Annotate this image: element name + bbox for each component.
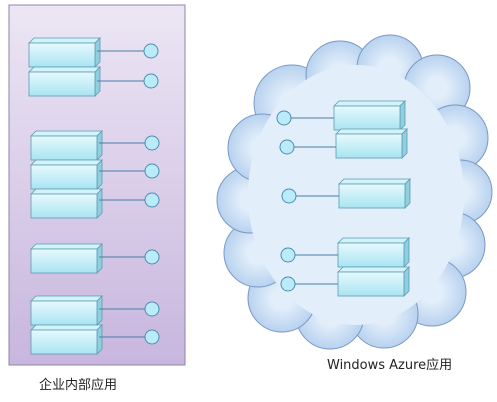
component-top-face bbox=[30, 295, 103, 302]
app-component bbox=[337, 266, 410, 297]
component-front-face bbox=[28, 71, 96, 97]
component-front-face bbox=[30, 164, 98, 190]
component-front-face bbox=[333, 105, 401, 131]
app-component bbox=[30, 159, 103, 190]
component-top-face bbox=[28, 66, 101, 73]
service-endpoint bbox=[99, 163, 160, 179]
component-side-face bbox=[403, 237, 410, 268]
service-endpoint bbox=[279, 139, 336, 155]
component-top-face bbox=[30, 130, 103, 137]
endpoint-circle bbox=[281, 188, 297, 204]
endpoint-circle bbox=[144, 249, 160, 265]
app-component bbox=[335, 128, 408, 159]
component-top-face bbox=[338, 178, 411, 185]
component-side-face bbox=[399, 100, 406, 131]
endpoint-circle bbox=[143, 73, 159, 89]
service-endpoint bbox=[99, 329, 160, 345]
app-component bbox=[28, 66, 101, 97]
service-endpoint bbox=[97, 73, 159, 89]
component-side-face bbox=[96, 324, 103, 355]
component-side-face bbox=[96, 295, 103, 326]
service-endpoint bbox=[97, 43, 159, 59]
component-top-face bbox=[30, 324, 103, 331]
app-component bbox=[333, 100, 406, 131]
component-top-face bbox=[335, 128, 408, 135]
component-top-face bbox=[337, 237, 410, 244]
app-component bbox=[337, 237, 410, 268]
component-side-face bbox=[404, 178, 411, 209]
component-front-face bbox=[30, 300, 98, 326]
component-front-face bbox=[30, 135, 98, 161]
component-front-face bbox=[338, 183, 406, 209]
endpoint-circle bbox=[276, 110, 292, 126]
component-side-face bbox=[403, 266, 410, 297]
component-side-face bbox=[96, 188, 103, 219]
component-front-face bbox=[337, 242, 405, 268]
endpoint-circle bbox=[144, 301, 160, 317]
component-side-face bbox=[96, 243, 103, 274]
component-top-face bbox=[30, 243, 103, 250]
component-top-face bbox=[337, 266, 410, 273]
azure-apps-caption: Windows Azure应用 bbox=[327, 358, 453, 373]
component-side-face bbox=[401, 128, 408, 159]
app-component bbox=[30, 243, 103, 274]
component-front-face bbox=[30, 193, 98, 219]
component-front-face bbox=[28, 42, 96, 68]
component-front-face bbox=[335, 133, 403, 159]
component-side-face bbox=[96, 159, 103, 190]
endpoint-circle bbox=[143, 43, 159, 59]
app-component bbox=[30, 295, 103, 326]
component-top-face bbox=[333, 100, 406, 107]
service-endpoint bbox=[280, 247, 338, 263]
service-endpoint bbox=[99, 135, 160, 151]
service-endpoint bbox=[99, 249, 160, 265]
endpoint-circle bbox=[144, 329, 160, 345]
component-side-face bbox=[96, 130, 103, 161]
component-top-face bbox=[28, 37, 101, 44]
service-endpoint bbox=[280, 276, 338, 292]
app-component bbox=[338, 178, 411, 209]
service-endpoint bbox=[99, 301, 160, 317]
component-top-face bbox=[30, 159, 103, 166]
endpoint-circle bbox=[280, 247, 296, 263]
service-endpoint bbox=[276, 110, 334, 126]
app-component bbox=[30, 324, 103, 355]
endpoint-circle bbox=[280, 276, 296, 292]
component-front-face bbox=[337, 271, 405, 297]
endpoint-circle bbox=[144, 135, 160, 151]
component-side-face bbox=[94, 37, 101, 68]
app-component bbox=[30, 130, 103, 161]
endpoint-circle bbox=[144, 163, 160, 179]
app-component bbox=[28, 37, 101, 68]
component-front-face bbox=[30, 329, 98, 355]
endpoint-circle bbox=[144, 192, 160, 208]
service-endpoint bbox=[281, 188, 339, 204]
service-endpoint bbox=[99, 192, 160, 208]
endpoint-circle bbox=[279, 139, 295, 155]
component-front-face bbox=[30, 248, 98, 274]
enterprise-apps-caption: 企业内部应用 bbox=[39, 378, 118, 393]
app-component bbox=[30, 188, 103, 219]
component-top-face bbox=[30, 188, 103, 195]
